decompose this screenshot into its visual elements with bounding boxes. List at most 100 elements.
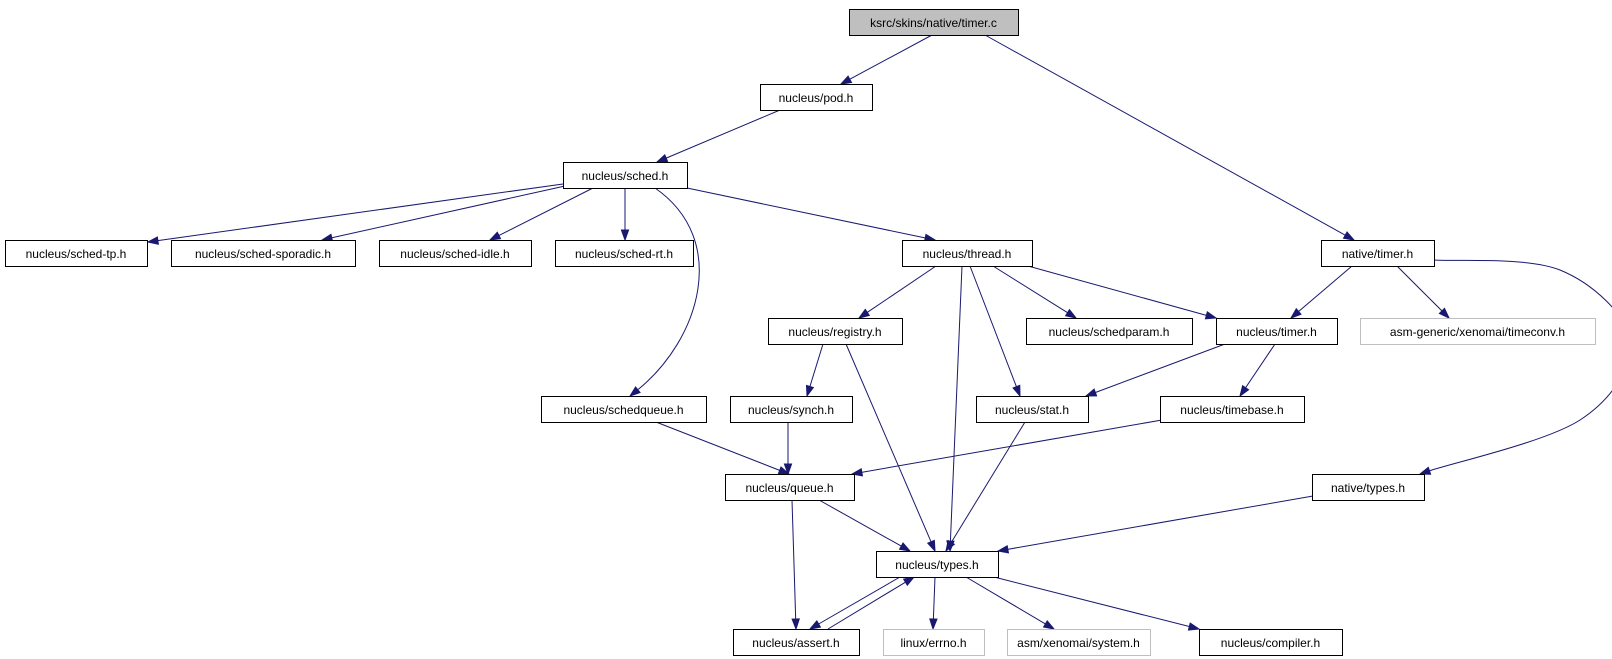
edge-registry_h-to-synch_h: [805, 343, 824, 398]
arrowhead: [805, 384, 815, 398]
edge-timebase_h-to-queue_h: [850, 419, 1163, 477]
edge-line: [655, 421, 781, 472]
arrowhead: [839, 75, 853, 85]
node-box: [171, 240, 356, 267]
arrowhead: [996, 544, 1010, 554]
edge-line: [330, 185, 566, 239]
arrowhead: [926, 539, 936, 553]
arrowhead: [1187, 622, 1201, 631]
edge-line: [845, 343, 932, 543]
arrowhead: [929, 618, 938, 631]
node-box: [976, 396, 1089, 423]
node-sched-rt-h[interactable]: nucleus/sched-rt.h: [555, 240, 694, 267]
node-schedparam-h[interactable]: nucleus/schedparam.h: [1026, 318, 1193, 345]
arrowhead: [1042, 619, 1056, 630]
node-label: nucleus/sched.h: [582, 169, 669, 183]
node-label: nucleus/queue.h: [745, 481, 833, 495]
node-native-types-h[interactable]: native/types.h: [1312, 474, 1425, 501]
node-box: [1007, 629, 1151, 656]
edge-line: [1006, 495, 1314, 550]
node-timeconv-h: asm-generic/xenomai/timeconv.h: [1360, 318, 1596, 345]
node-box: [768, 318, 903, 345]
node-system-h: asm/xenomai/system.h: [1007, 629, 1151, 656]
node-types-h[interactable]: nucleus/types.h: [876, 551, 999, 578]
node-label: nucleus/sched-tp.h: [26, 247, 127, 261]
edge-line: [1027, 265, 1208, 317]
edge-line: [497, 187, 594, 237]
edge-sched_h-to-schedqueue_h: [628, 187, 700, 397]
node-label: nucleus/timer.h: [1236, 325, 1317, 339]
node-box: [730, 396, 853, 423]
edge-native_timer_h-to-timeconv_h: [1396, 265, 1451, 320]
node-timebase-h[interactable]: nucleus/timebase.h: [1160, 396, 1305, 423]
node-compiler-h[interactable]: nucleus/compiler.h: [1199, 629, 1343, 656]
node-box: [883, 629, 985, 656]
edge-types_h-to-assert_h: [808, 576, 901, 630]
edge-timer_c-to-pod_h: [839, 34, 933, 85]
node-box: [1216, 318, 1338, 345]
edge-sched_h-to-sched_idle_h: [488, 187, 594, 241]
node-box: [849, 9, 1019, 36]
edge-line: [156, 183, 564, 242]
node-label: nucleus/registry.h: [788, 325, 881, 339]
edge-thread_h-to-stat_h: [969, 265, 1021, 398]
node-label: nucleus/schedqueue.h: [563, 403, 683, 417]
node-box: [1160, 396, 1305, 423]
node-synch-h[interactable]: nucleus/synch.h: [730, 396, 853, 423]
node-thread-h[interactable]: nucleus/thread.h: [902, 240, 1033, 267]
edge-types_h-to-errno_h: [929, 576, 938, 631]
node-nucleus-timer-h[interactable]: nucleus/timer.h: [1216, 318, 1338, 345]
edge-line: [992, 265, 1069, 314]
edge-line: [1094, 343, 1226, 394]
edge-line: [1396, 265, 1443, 312]
node-pod-h[interactable]: nucleus/pod.h: [760, 84, 873, 111]
node-sched-h[interactable]: nucleus/sched.h: [563, 162, 688, 189]
node-stat-h[interactable]: nucleus/stat.h: [976, 396, 1089, 423]
edge-line: [950, 421, 1026, 544]
node-queue-h[interactable]: nucleus/queue.h: [725, 474, 855, 501]
edge-sched_h-to-sched_sporadic_h: [320, 185, 566, 242]
edge-thread_h-to-nucleus_timer_h: [1027, 265, 1218, 320]
node-box: [1360, 318, 1596, 345]
node-box: [5, 240, 148, 267]
node-native-timer-h[interactable]: native/timer.h: [1321, 240, 1435, 267]
edge-sched_h-to-sched_rt_h: [620, 188, 630, 242]
edge-line: [1244, 343, 1276, 389]
node-schedqueue-h[interactable]: nucleus/schedqueue.h: [541, 396, 707, 423]
node-sched-tp-h[interactable]: nucleus/sched-tp.h: [5, 240, 148, 267]
edge-pod_h-to-sched_h: [655, 109, 781, 163]
edge-schedqueue_h-to-queue_h: [655, 421, 791, 475]
node-label: nucleus/compiler.h: [1221, 636, 1320, 650]
node-box: [1026, 318, 1193, 345]
node-label: nucleus/sched-sporadic.h: [195, 247, 331, 261]
edge-native_timer_h-to-native_types_h: [1418, 259, 1612, 475]
edge-line: [809, 343, 824, 388]
node-box: [876, 551, 999, 578]
edge-line: [969, 265, 1018, 388]
arrowhead: [808, 620, 822, 630]
edge-types_h-to-system_h: [965, 576, 1056, 630]
edge-thread_h-to-types_h: [946, 265, 963, 553]
node-box: [541, 396, 707, 423]
node-sched-idle-h[interactable]: nucleus/sched-idle.h: [379, 240, 532, 267]
node-registry-h[interactable]: nucleus/registry.h: [768, 318, 903, 345]
edge-line: [993, 576, 1191, 628]
node-box: [1312, 474, 1425, 501]
arrowhead: [1342, 231, 1356, 241]
edge-line: [818, 499, 903, 548]
edge-thread_h-to-registry_h: [857, 265, 937, 319]
arrowhead: [902, 576, 916, 587]
arrowhead: [898, 542, 912, 552]
edge-queue_h-to-assert_h: [791, 499, 800, 631]
edge-line: [932, 576, 936, 621]
edge-synch_h-to-queue_h: [783, 422, 793, 476]
edge-line: [949, 265, 963, 543]
node-sched-sporadic-h[interactable]: nucleus/sched-sporadic.h: [171, 240, 356, 267]
edge-queue_h-to-types_h: [818, 499, 912, 552]
node-assert-h[interactable]: nucleus/assert.h: [733, 629, 860, 656]
arrowhead: [1012, 384, 1021, 398]
node-timer-c[interactable]: ksrc/skins/native/timer.c: [849, 9, 1019, 36]
nodes: ksrc/skins/native/timer.c nucleus/pod.h nu…: [5, 9, 1596, 656]
arrowhead: [783, 463, 793, 476]
edge-line: [636, 187, 700, 391]
